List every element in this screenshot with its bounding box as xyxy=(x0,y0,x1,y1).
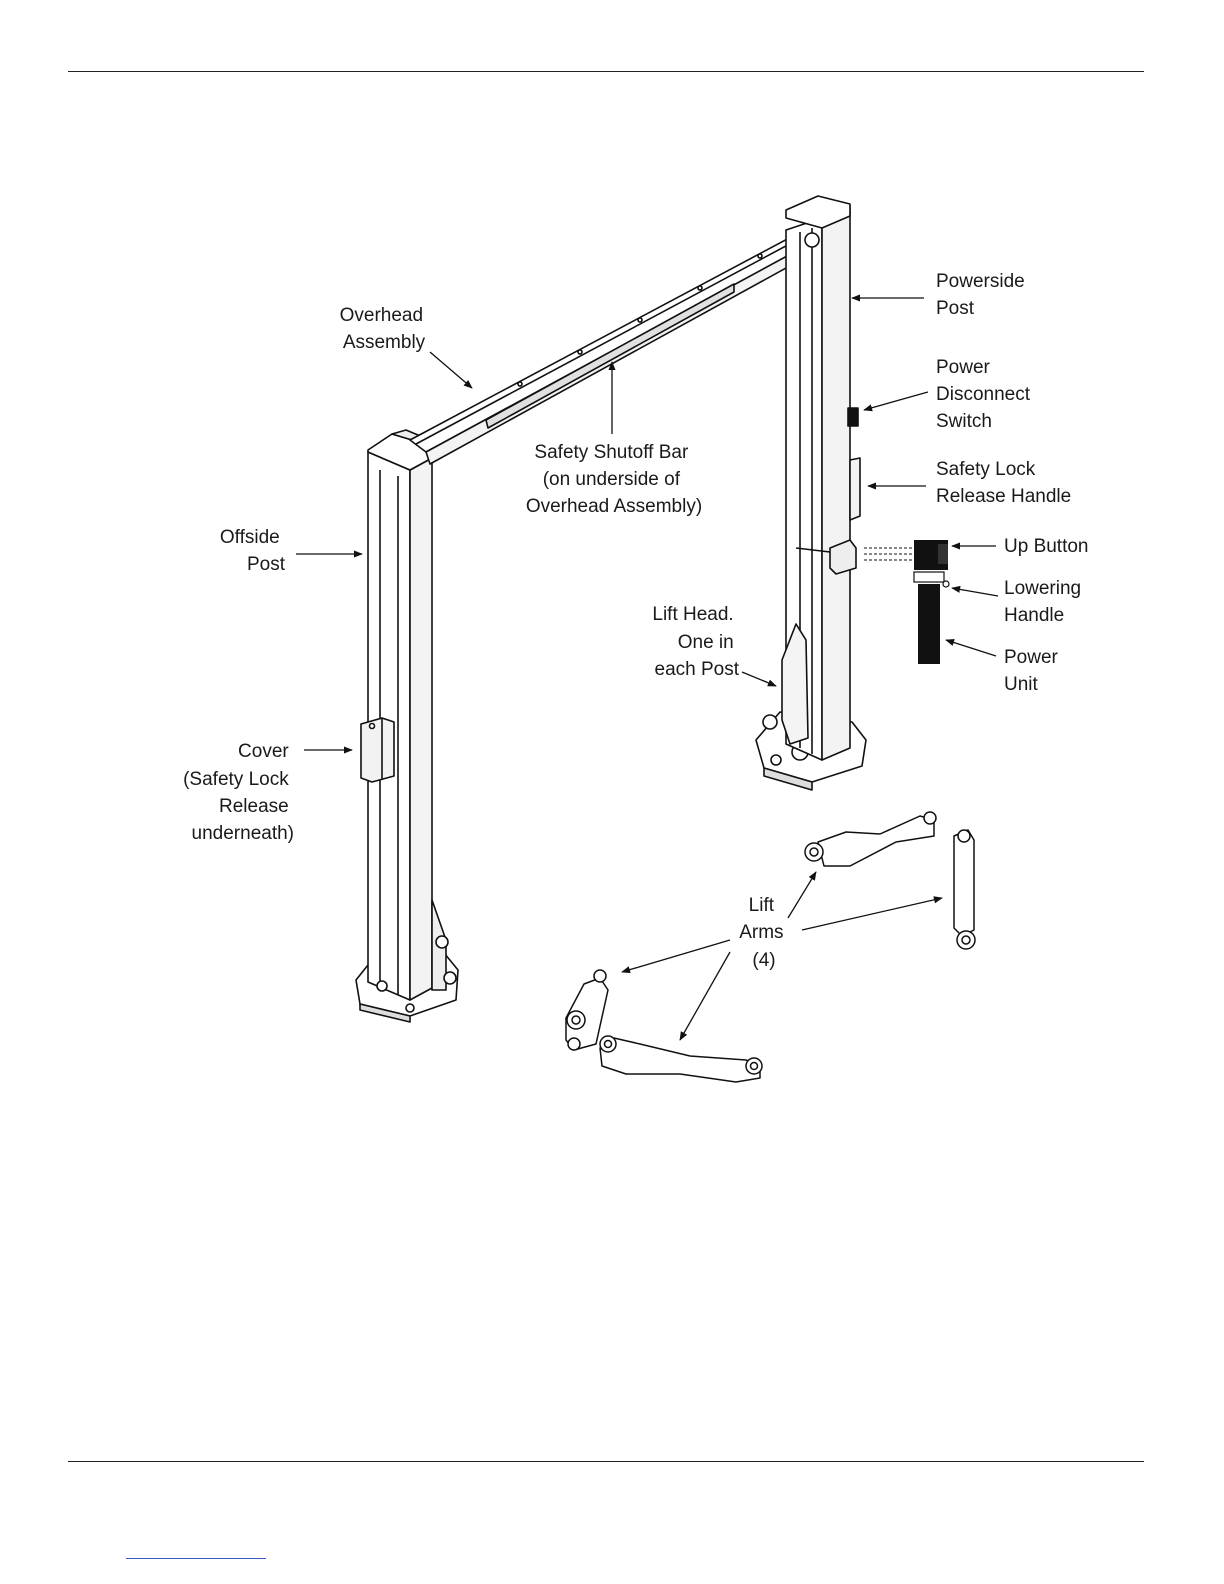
label-overhead-assembly: Overhead Assembly xyxy=(340,305,429,353)
label-safety-lock-release-handle: Safety Lock Release Handle xyxy=(936,459,1071,507)
footer-rule xyxy=(68,1461,1144,1462)
overhead-assembly xyxy=(410,228,826,464)
label-power-unit: Power Unit xyxy=(1004,647,1063,695)
offside-post xyxy=(356,430,458,1022)
label-cover: Cover (Safety Lock Release underneath) xyxy=(183,741,294,844)
label-lowering-handle: Lowering Handle xyxy=(1004,578,1086,626)
label-power-disconnect-switch: Power Disconnect Switch xyxy=(936,357,1035,432)
label-offside-post: Offside Post xyxy=(220,527,286,575)
powerside-post xyxy=(756,196,866,790)
label-lift-head: Lift Head. One in each Post xyxy=(652,604,739,680)
power-unit xyxy=(864,540,949,664)
footer-link-underline[interactable] xyxy=(126,1558,266,1559)
lift-arm-top-right xyxy=(805,812,936,866)
lift-arm-far-right xyxy=(954,830,975,949)
label-lift-arms: Lift Arms (4) xyxy=(739,895,789,971)
label-powerside-post: Powerside Post xyxy=(936,271,1030,319)
lift-arm-bottom xyxy=(600,1036,762,1082)
label-safety-shutoff-bar: Safety Shutoff Bar (on underside of Over… xyxy=(526,442,702,517)
label-up-button: Up Button xyxy=(1004,536,1089,557)
